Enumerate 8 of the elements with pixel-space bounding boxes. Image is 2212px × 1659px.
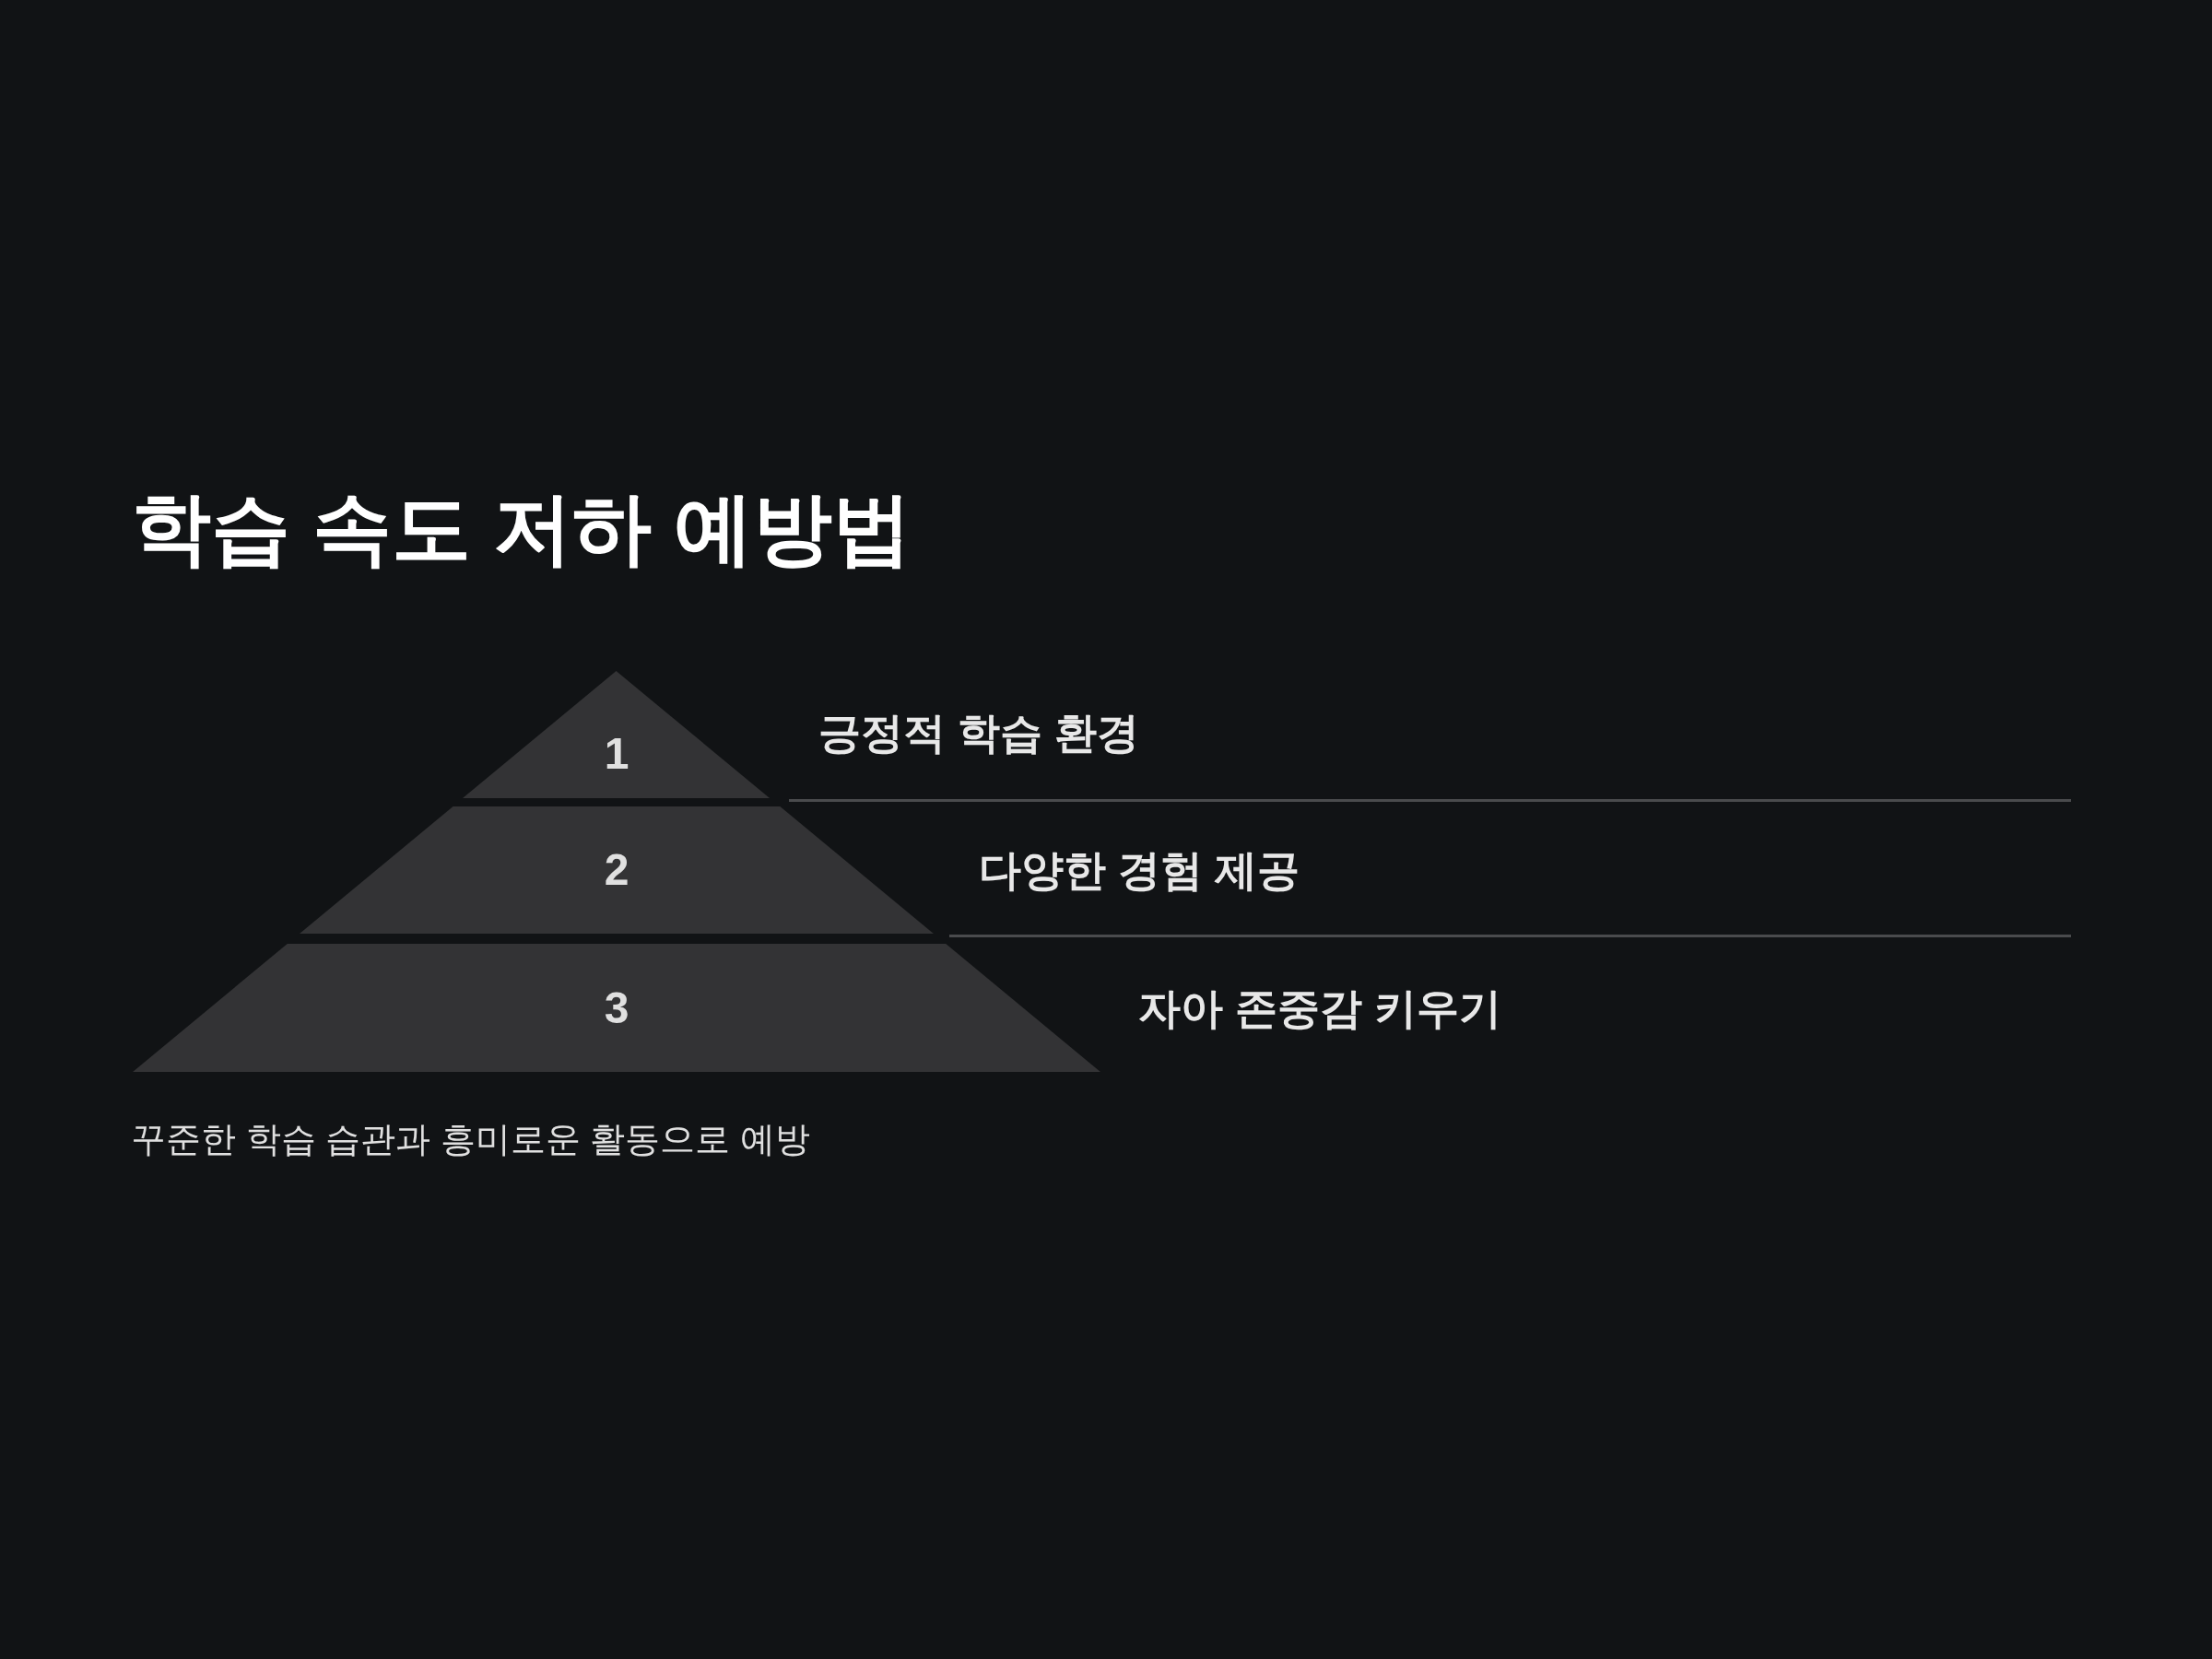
tier-label: 다양한 경험 제공 xyxy=(979,845,1300,896)
tier-number: 3 xyxy=(604,982,629,1034)
tier-label: 긍정적 학습 환경 xyxy=(818,708,1139,759)
title: 학습 속도 저하 예방법 xyxy=(132,488,912,568)
caption: 꾸준한 학습 습관과 흥미로운 활동으로 예방 xyxy=(131,1119,810,1160)
tier-number: 1 xyxy=(604,728,629,781)
tier-number: 2 xyxy=(604,844,629,896)
tier-label: 자아 존중감 키우기 xyxy=(1138,982,1501,1034)
